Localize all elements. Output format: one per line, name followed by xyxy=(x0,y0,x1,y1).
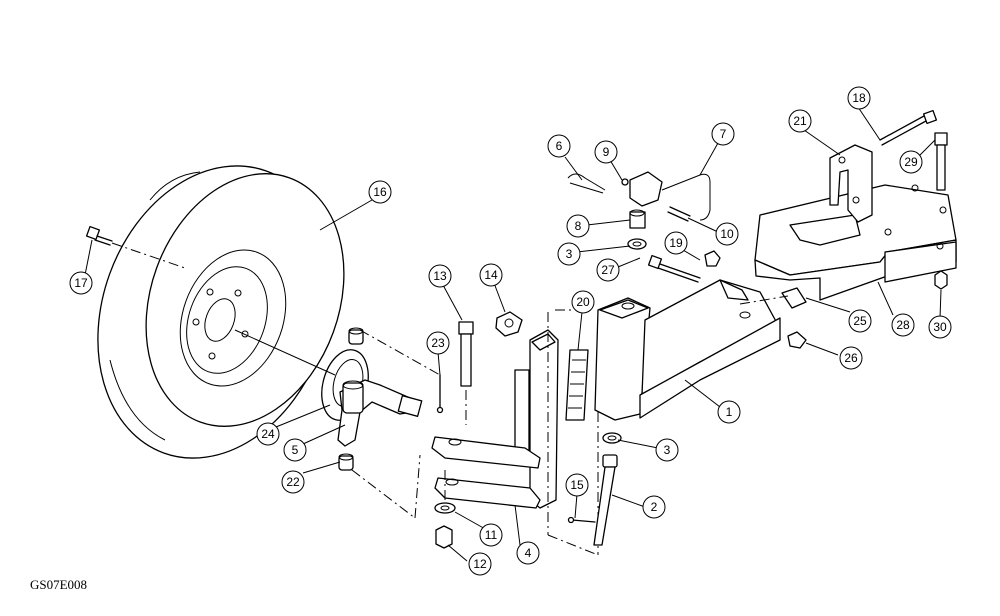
callout-22: 22 xyxy=(281,470,305,494)
svg-text:2: 2 xyxy=(651,500,658,514)
callout-19: 19 xyxy=(664,231,688,255)
callout-21: 21 xyxy=(788,109,812,133)
svg-text:26: 26 xyxy=(844,351,858,365)
svg-text:19: 19 xyxy=(669,236,683,250)
callout-26: 26 xyxy=(839,346,863,370)
svg-text:20: 20 xyxy=(576,295,590,309)
svg-text:12: 12 xyxy=(473,557,487,571)
svg-text:7: 7 xyxy=(720,127,727,141)
svg-text:5: 5 xyxy=(292,443,299,457)
callout-7: 7 xyxy=(711,122,735,146)
svg-text:4: 4 xyxy=(525,546,532,560)
callout-17: 17 xyxy=(69,271,93,295)
callout-10: 10 xyxy=(715,222,739,246)
svg-text:29: 29 xyxy=(904,155,918,169)
bushings xyxy=(739,287,807,349)
callout-3-top: 3 xyxy=(557,242,581,266)
u-bracket xyxy=(829,109,938,223)
callout-30: 30 xyxy=(928,315,952,339)
svg-text:1: 1 xyxy=(726,405,733,419)
long-bolt xyxy=(458,321,474,425)
callout-11: 11 xyxy=(479,523,503,547)
svg-text:23: 23 xyxy=(431,336,445,350)
svg-text:27: 27 xyxy=(601,263,615,277)
main-arm xyxy=(594,279,781,421)
washer-and-nut xyxy=(434,470,456,549)
svg-text:24: 24 xyxy=(261,427,275,441)
svg-text:9: 9 xyxy=(603,145,610,159)
svg-text:6: 6 xyxy=(556,139,563,153)
svg-text:11: 11 xyxy=(485,528,498,542)
callout-24: 24 xyxy=(256,422,280,446)
svg-text:3: 3 xyxy=(664,443,671,457)
callout-25: 25 xyxy=(848,309,872,333)
callout-12: 12 xyxy=(468,552,492,576)
svg-text:15: 15 xyxy=(570,478,584,492)
square-nut xyxy=(495,311,523,337)
callout-27: 27 xyxy=(596,258,620,282)
tire-wheel-assembly xyxy=(97,165,345,459)
svg-text:21: 21 xyxy=(793,114,807,128)
callout-5: 5 xyxy=(283,438,307,462)
svg-text:22: 22 xyxy=(286,475,300,489)
callout-29: 29 xyxy=(899,150,923,174)
callout-2: 2 xyxy=(642,495,666,519)
hub-assembly xyxy=(234,327,441,519)
vertical-bolt xyxy=(934,132,948,290)
svg-text:14: 14 xyxy=(484,268,498,282)
svg-text:28: 28 xyxy=(896,318,910,332)
callout-20: 20 xyxy=(571,290,595,314)
callout-28: 28 xyxy=(891,313,915,337)
svg-text:17: 17 xyxy=(74,276,88,290)
svg-text:16: 16 xyxy=(373,185,387,199)
callout-23: 23 xyxy=(426,331,450,355)
svg-text:10: 10 xyxy=(720,227,734,241)
mounting-bracket xyxy=(754,184,957,301)
callout-3-bottom: 3 xyxy=(655,438,679,462)
spindle-assembly xyxy=(567,238,647,546)
callout-1: 1 xyxy=(717,400,741,424)
callout-16: 16 xyxy=(368,180,392,204)
drawing-code: GS07E008 xyxy=(30,577,88,592)
callout-6: 6 xyxy=(547,134,571,158)
pivot-bolt xyxy=(647,250,721,283)
wheel-bolt xyxy=(85,225,186,269)
svg-text:13: 13 xyxy=(433,269,447,283)
pin xyxy=(436,374,444,414)
svg-text:8: 8 xyxy=(575,219,582,233)
svg-text:25: 25 xyxy=(853,314,867,328)
svg-text:30: 30 xyxy=(933,320,947,334)
callout-4: 4 xyxy=(516,541,540,565)
callout-15: 15 xyxy=(565,473,589,497)
callout-18: 18 xyxy=(847,86,871,110)
callout-8: 8 xyxy=(566,214,590,238)
callout-13: 13 xyxy=(428,264,452,288)
caster-bracket xyxy=(431,329,559,509)
svg-text:3: 3 xyxy=(566,247,573,261)
pin-and-clip xyxy=(567,171,711,229)
callout-9: 9 xyxy=(594,140,618,164)
svg-text:18: 18 xyxy=(852,91,866,105)
callout-14: 14 xyxy=(479,263,503,287)
